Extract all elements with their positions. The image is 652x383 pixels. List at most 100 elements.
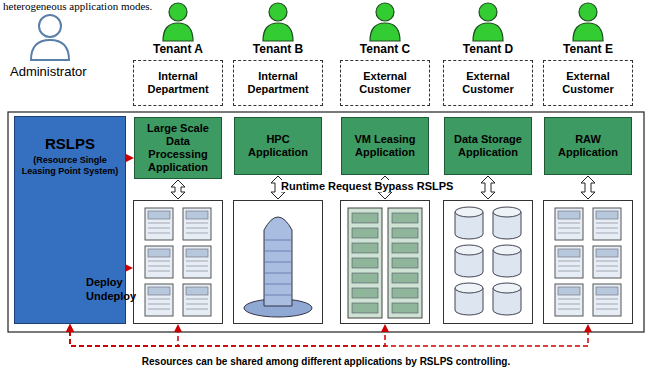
server-slot — [558, 228, 580, 229]
servers-art — [145, 208, 211, 316]
tower-band — [264, 284, 292, 285]
request-arrow — [171, 180, 185, 199]
server-slot — [596, 309, 618, 310]
disk-top — [455, 207, 483, 217]
server-unit — [183, 246, 211, 278]
server-panel — [186, 211, 208, 219]
server-slot — [148, 271, 170, 272]
application-name: Data Storage Application — [449, 133, 527, 159]
server-slot — [186, 304, 208, 305]
server-slot — [148, 223, 170, 224]
server-unit — [183, 208, 211, 240]
rack-unit — [352, 213, 378, 223]
server-unit — [183, 284, 211, 316]
resource-box — [340, 200, 430, 324]
tenant-name: Tenant B — [234, 42, 322, 56]
server-unit — [555, 208, 583, 240]
server-unit — [145, 208, 173, 240]
server-unit — [555, 284, 583, 316]
server-slot — [596, 228, 618, 229]
disk-top — [493, 283, 521, 293]
arrowhead — [174, 324, 182, 332]
tenant-type: External Customer — [547, 70, 629, 96]
server-slot — [596, 233, 618, 234]
server-slot — [596, 223, 618, 224]
server-panel — [186, 249, 208, 257]
rack-unit — [352, 273, 378, 283]
control-arrow — [66, 324, 389, 346]
rack-unit — [352, 258, 378, 268]
disk-top — [455, 283, 483, 293]
tower-art — [244, 217, 312, 317]
rack-unit — [392, 303, 418, 313]
system-frame — [8, 112, 644, 332]
tenant-name: Tenant E — [544, 42, 632, 56]
server-unit — [593, 246, 621, 278]
rack-unit — [392, 228, 418, 238]
double-arrow — [481, 176, 495, 199]
resource-box — [233, 200, 323, 324]
disks-art — [455, 207, 521, 315]
server-slot — [148, 266, 170, 267]
server-slot — [558, 309, 580, 310]
tower-band — [264, 295, 292, 296]
application-box: Large Scale Data Processing Application — [134, 117, 222, 179]
server-slot — [148, 233, 170, 234]
application-name: Large Scale Data Processing Application — [139, 122, 217, 174]
server-unit — [593, 284, 621, 316]
server-slot — [186, 261, 208, 262]
server-slot — [148, 228, 170, 229]
tenant-box: Tenant EExternal Customer — [543, 60, 633, 106]
application-name: HPC Application — [239, 133, 317, 159]
arrowhead — [381, 324, 389, 332]
rack-unit — [392, 213, 418, 223]
control-arrow — [66, 324, 182, 346]
tenant-type: Internal Department — [237, 70, 319, 96]
arrowhead — [584, 324, 592, 332]
tenant-box: Tenant CExternal Customer — [340, 60, 430, 106]
server-unit — [145, 284, 173, 316]
rack-unit — [352, 288, 378, 298]
request-arrow — [581, 176, 595, 199]
server-slot — [148, 309, 170, 310]
tower-body — [264, 217, 292, 306]
server-panel — [558, 211, 580, 219]
dashed-line — [70, 331, 178, 346]
control-arrow — [66, 324, 592, 346]
system-subtitle: (Resource Single Leasing Point System) — [21, 155, 119, 177]
server-slot — [148, 261, 170, 262]
arrowhead — [66, 324, 74, 332]
resource-box — [133, 200, 223, 324]
racks-art — [348, 208, 422, 318]
server-slot — [186, 266, 208, 267]
rack-unit — [392, 258, 418, 268]
application-name: VM Leasing Application — [346, 133, 424, 159]
resource-box — [443, 200, 533, 324]
dashed-line — [70, 331, 588, 346]
control-arrow — [126, 154, 134, 162]
server-unit — [555, 246, 583, 278]
disk-top — [493, 207, 521, 217]
double-arrow — [581, 176, 595, 199]
tower-band — [264, 273, 292, 274]
server-slot — [186, 309, 208, 310]
server-slot — [186, 233, 208, 234]
server-slot — [186, 299, 208, 300]
server-slot — [558, 304, 580, 305]
servers-art — [555, 208, 621, 316]
application-box: HPC Application — [234, 117, 322, 175]
rack-unit — [392, 243, 418, 253]
caption: Resources can be shared among different … — [0, 356, 652, 367]
arrowhead — [126, 154, 134, 162]
server-slot — [596, 266, 618, 267]
rack-unit — [352, 243, 378, 253]
application-box: VM Leasing Application — [341, 117, 429, 175]
application-box: Data Storage Application — [444, 117, 532, 175]
rack-cabinet — [388, 208, 422, 318]
tenant-name: Tenant A — [134, 42, 222, 56]
server-panel — [558, 249, 580, 257]
server-panel — [596, 249, 618, 257]
application-name: RAW Application — [549, 133, 627, 159]
rack-unit — [392, 288, 418, 298]
server-unit — [593, 208, 621, 240]
